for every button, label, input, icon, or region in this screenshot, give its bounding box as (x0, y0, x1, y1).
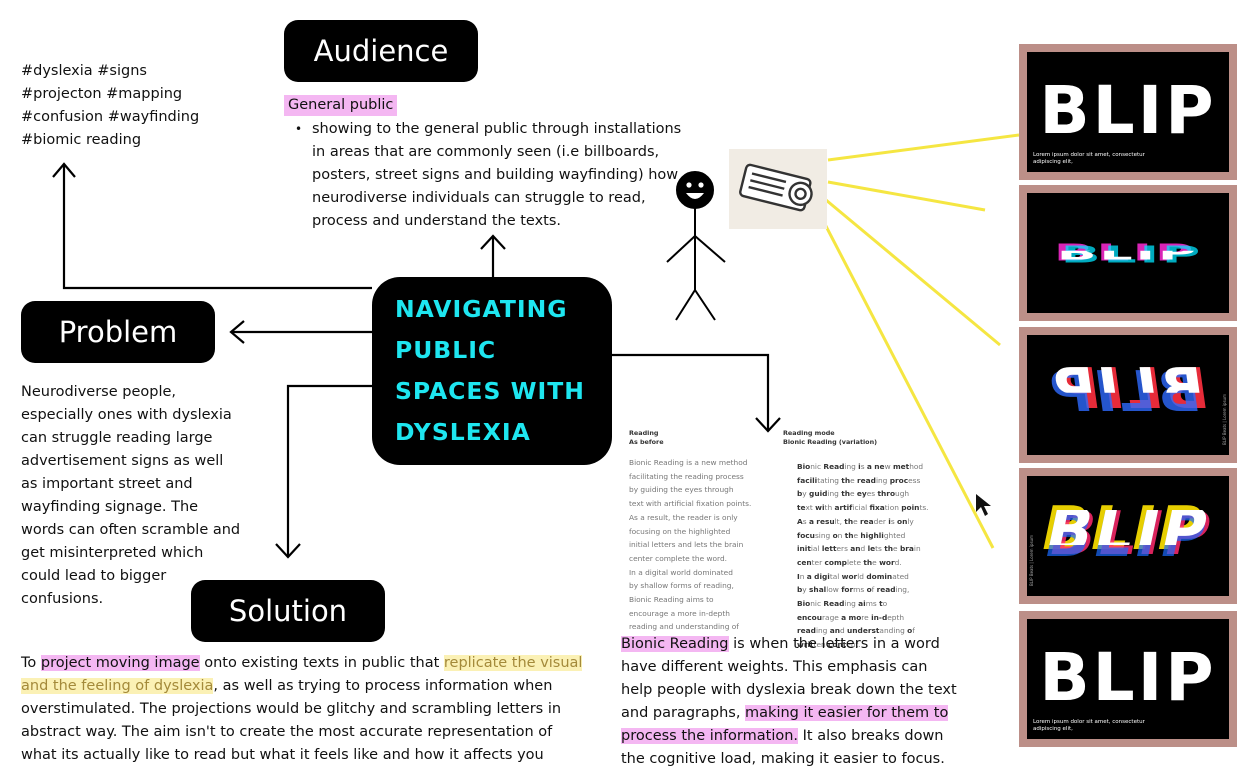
reading-bionic-line: reading and understanding of (797, 626, 915, 636)
slide-word-glitch-white: BLIP (1056, 241, 1200, 265)
slide-caption: Lorem ipsum dolor sit amet, consectetur … (1033, 719, 1145, 732)
center-topic-title: NAVIGATING PUBLIC SPACES WITH DYSLEXIA (395, 295, 585, 446)
reading-before-line: encourage a more in-depth (629, 608, 730, 618)
reading-before-line: focusing on the highlighted (629, 526, 731, 536)
reading-bionic-line: by guiding the eyes through (797, 489, 910, 499)
slide-word: BLIP (1039, 72, 1217, 149)
reading-before-line: text with artificial fixation points. (629, 499, 752, 509)
beam-2 (827, 180, 986, 212)
reading-before-line: Bionic Reading aims to (629, 595, 714, 605)
reading-before-line: In a digital world dominated (629, 567, 733, 577)
reading-bionic-line: encourage a more in-depth (797, 612, 905, 622)
reading-before-line: by guiding the eyes through (629, 485, 734, 495)
reading-before-line: As a result, the reader is only (629, 512, 738, 522)
arrow-to-bionic (612, 353, 770, 430)
bionic-description: Bionic Reading is when the letters in a … (621, 633, 961, 771)
reading-before-column: Bionic Reading is a new method facilitati… (629, 456, 751, 648)
arrowhead-audience (480, 234, 506, 250)
slide-5: BLIP Lorem ipsum dolor sit amet, consect… (1019, 611, 1237, 747)
arrowhead-solution (275, 543, 301, 559)
reading-before-line: facilitating the reading process (629, 471, 744, 481)
solution-text-part: To (21, 655, 41, 671)
solution-text-part: , as well as trying to process informati… (21, 678, 562, 763)
stick-figure-icon (666, 171, 726, 321)
slide-caption: Lorem ipsum dolor sit amet, consectetur … (1033, 152, 1145, 165)
reading-bionic-line: In a digital world dominated (797, 571, 909, 581)
hashtag-list: #dyslexia #signs #projecton #mapping #co… (21, 63, 200, 148)
reading-before-line: reading and understanding of (629, 622, 739, 632)
reading-before-heading: Reading As before (629, 429, 664, 446)
problem-text: Neurodiverse people, especially ones wit… (21, 384, 241, 607)
slide-2-glitch: BLIP BLIP BLIP (1019, 185, 1237, 321)
slide-sidenote: BLIP Beats | Lorem ipsum (1029, 535, 1034, 586)
reading-before-line: center complete the word. (629, 553, 727, 563)
slide-4-chromatic: BLIP BLIP BLIP BLIP BLIP Beats | Lorem i… (1019, 468, 1237, 604)
solution-highlight-projection: project moving image (40, 655, 200, 671)
reading-bionic-heading: Reading mode Bionic Reading (variation) (783, 429, 878, 446)
center-topic-box: NAVIGATING PUBLIC SPACES WITH DYSLEXIA (372, 277, 612, 465)
slide-sidenote: BLIP Beats | Lorem ipsum (1222, 394, 1227, 445)
arrow-to-hashtags (62, 165, 372, 290)
beam-4 (813, 204, 995, 549)
reading-bionic-column: Bionic Reading is a new method facilitati… (797, 460, 929, 652)
reading-before-line: Bionic Reading is a new method (629, 458, 748, 467)
reading-bionic-line: focusing on the highlighted (797, 530, 906, 540)
reading-bionic-line: written content. (797, 640, 861, 650)
reading-before-line: initial letters and lets the brain (629, 540, 744, 550)
slide-1: BLIP Lorem ipsum dolor sit amet, consect… (1019, 44, 1237, 180)
slide-word-glitch-cyan: BLIP (1060, 241, 1204, 269)
slide-3-mirrored: BLIP BLIP BLIP BLIP Beats | Lorem ipsum (1019, 327, 1237, 463)
arrow-to-solution (286, 384, 372, 556)
slide-word: BLIP (1039, 639, 1217, 716)
cursor-icon (976, 494, 991, 516)
audience-bullet: showing to the general public through in… (295, 118, 682, 233)
bionic-text-part: It also breaks down the cognitive load, … (621, 728, 945, 767)
reading-bionic-line: initial letters and lets the brain (797, 544, 921, 554)
arrowhead-hashtags (52, 162, 76, 178)
problem-heading: Problem (21, 301, 215, 363)
reading-bionic-line: As a result, the reader is only (797, 516, 914, 526)
projector-icon (729, 149, 827, 229)
reading-bionic-line: facilitating the reading process (797, 475, 921, 485)
arrowhead-bionic (755, 417, 781, 433)
bionic-text-part: is when the letters in a word have diffe… (621, 636, 957, 721)
audience-heading: Audience (284, 20, 478, 82)
reading-bionic-line: Bionic Reading is a new method (797, 462, 924, 471)
solution-text: To project moving image onto existing te… (21, 652, 591, 767)
beam-1 (827, 133, 1020, 162)
reading-bionic-line: by shallow forms of reading, (797, 585, 910, 595)
arrowhead-problem (229, 320, 245, 344)
solution-heading: Solution (191, 580, 385, 642)
reading-bionic-line: center complete the word. (797, 557, 902, 567)
reading-before-line: by shallow forms of reading, (629, 581, 734, 591)
slide-word-glitch-magenta: BLIP (1053, 239, 1197, 267)
beam-3 (819, 193, 1001, 347)
solution-text-part: onto existing texts in public that (199, 655, 444, 671)
bionic-highlight-term: Bionic Reading (621, 636, 729, 652)
audience-label: General public (284, 95, 398, 116)
reading-bionic-line: Bionic Reading aims to (797, 599, 888, 609)
reading-bionic-line: text with artificial fixation points. (797, 503, 929, 513)
